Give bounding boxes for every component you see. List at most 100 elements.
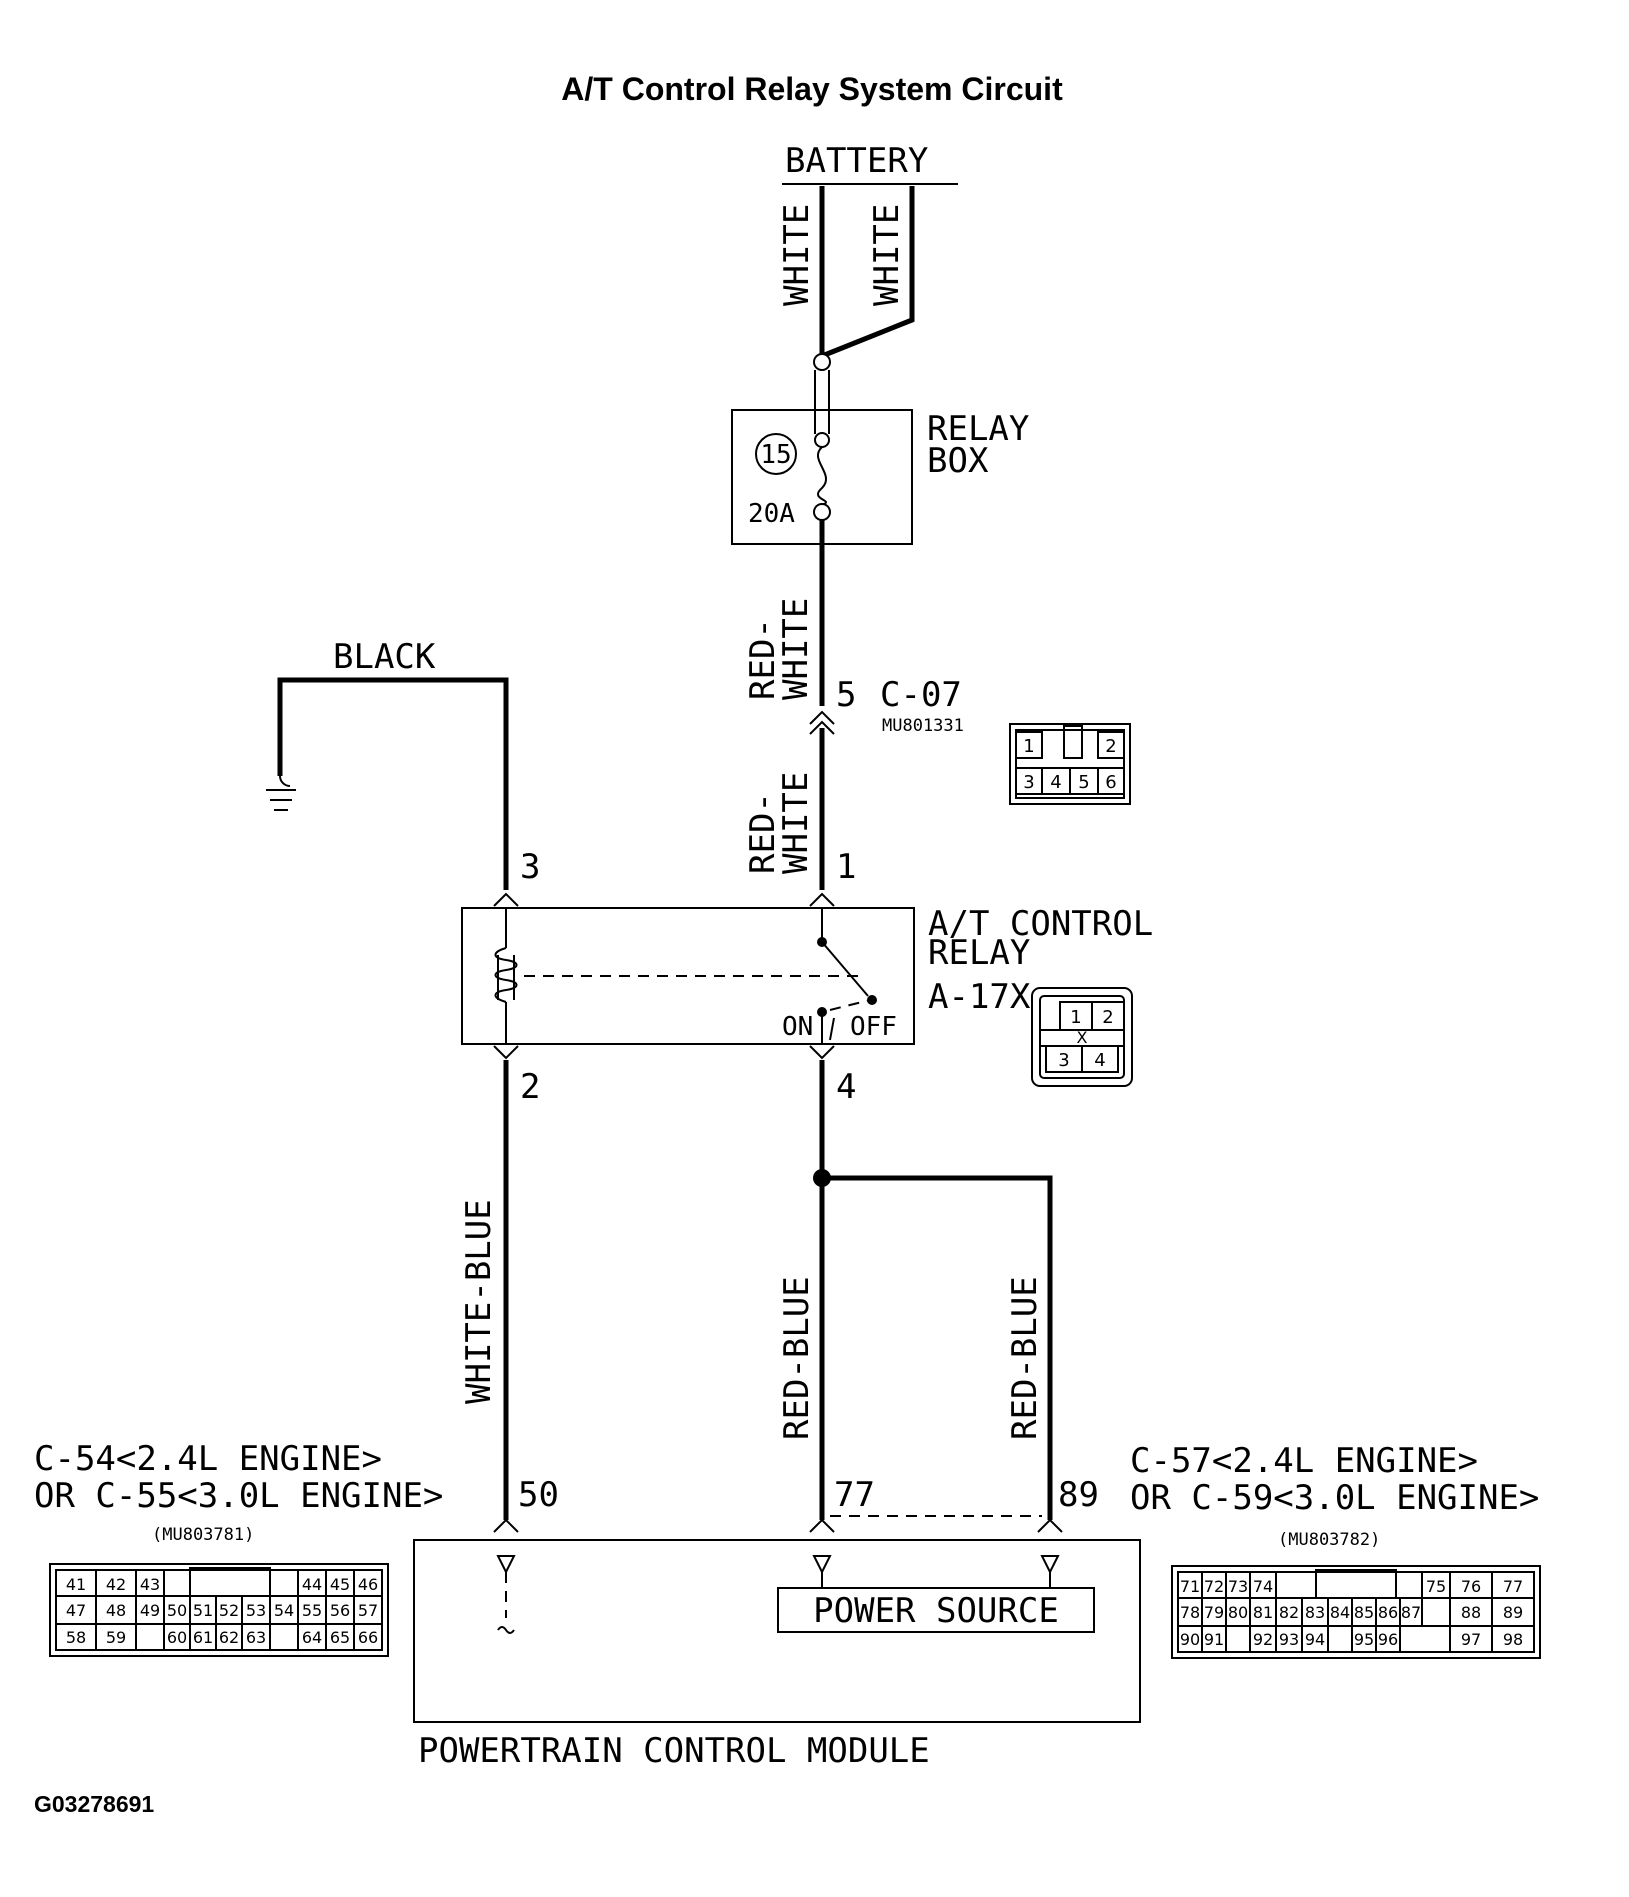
figure-code: G03278691 xyxy=(34,1791,154,1817)
left-pin-60: 60 xyxy=(167,1628,187,1647)
left-pin-44: 44 xyxy=(302,1575,322,1594)
connector-c07-pin: 5 xyxy=(836,675,856,715)
right-pin-86: 86 xyxy=(1378,1603,1398,1622)
battery-label: BATTERY xyxy=(785,141,928,181)
pcm-input-89-icon xyxy=(1040,1555,1060,1575)
right-pin-82: 82 xyxy=(1279,1603,1299,1622)
left-pin-46: 46 xyxy=(358,1575,378,1594)
red-blue-right-label: RED-BLUE xyxy=(1005,1276,1045,1440)
powertrain-control-module xyxy=(413,1539,1141,1723)
relay-box-inlet xyxy=(814,370,830,434)
right-pin-93: 93 xyxy=(1279,1630,1299,1649)
relay-off-link xyxy=(829,999,871,1011)
power-source-label: POWER SOURCE xyxy=(813,1591,1059,1631)
right-pin-96: 96 xyxy=(1378,1630,1398,1649)
ground-icon xyxy=(266,775,296,811)
connector-c07-symbol xyxy=(809,710,835,735)
right-pin-84: 84 xyxy=(1330,1603,1350,1622)
red-white-upper-label-1: RED- xyxy=(743,618,783,700)
relay-pin-1: 1 xyxy=(836,847,856,887)
battery-wire-left-label: WHITE xyxy=(777,204,817,306)
right-pin-94: 94 xyxy=(1305,1630,1325,1649)
relay-switch-arm xyxy=(821,941,869,997)
red-white-upper-label-2: WHITE xyxy=(776,598,816,700)
fuse-terminal-top xyxy=(814,432,830,448)
right-pin-72: 72 xyxy=(1204,1577,1224,1596)
left-pin-48: 48 xyxy=(106,1601,126,1620)
fuse-icon xyxy=(816,446,828,506)
left-pin-54: 54 xyxy=(274,1601,294,1620)
right-pin-74: 74 xyxy=(1253,1577,1273,1596)
relay-connector-face: 1 2 X 3 4 xyxy=(1031,987,1133,1087)
power-source-box xyxy=(777,1587,1095,1633)
right-pin-87: 87 xyxy=(1401,1603,1421,1622)
left-pin-52: 52 xyxy=(219,1601,239,1620)
connector-c07-part: MU801331 xyxy=(882,716,964,736)
left-pin-47: 47 xyxy=(66,1601,86,1620)
left-pin-66: 66 xyxy=(358,1628,378,1647)
right-pin-77: 77 xyxy=(1503,1577,1523,1596)
pcm-terminal-markers xyxy=(493,1518,1063,1533)
right-pin-89: 89 xyxy=(1503,1603,1523,1622)
splice-junction xyxy=(813,1169,831,1187)
relay-conn-cell-1: 1 xyxy=(1070,1007,1081,1028)
connector-c07-face: 1 2 3 4 5 6 xyxy=(1009,723,1131,805)
left-pin-57: 57 xyxy=(358,1601,378,1620)
right-pin-91: 91 xyxy=(1204,1630,1224,1649)
at-control-relay-box xyxy=(461,907,915,1045)
relay-conn-cell-2: 2 xyxy=(1102,1007,1113,1028)
pcm-input-50-icon xyxy=(496,1555,516,1575)
pcm-pin-89: 89 xyxy=(1058,1475,1099,1515)
left-pin-53: 53 xyxy=(246,1601,266,1620)
relay-on-label: ON xyxy=(782,1012,813,1042)
relay-box-label-1: RELAY xyxy=(927,409,1029,449)
left-pin-63: 63 xyxy=(246,1628,266,1647)
c07-cell-3: 3 xyxy=(1023,772,1034,793)
fuse-number: 15 xyxy=(760,440,791,470)
left-pin-64: 64 xyxy=(302,1628,322,1647)
relay-id: A-17X xyxy=(928,977,1031,1017)
red-white-lower-label-2: WHITE xyxy=(776,772,816,874)
left-pin-50: 50 xyxy=(167,1601,187,1620)
relay-label-1: A/T CONTROL xyxy=(928,904,1153,944)
pcm-pin-50: 50 xyxy=(518,1475,559,1515)
left-pin-42: 42 xyxy=(106,1575,126,1594)
right-pin-98: 98 xyxy=(1503,1630,1523,1649)
left-connector-line2: OR C-55<3.0L ENGINE> xyxy=(34,1476,443,1516)
right-pin-85: 85 xyxy=(1354,1603,1374,1622)
left-pin-65: 65 xyxy=(330,1628,350,1647)
right-pin-79: 79 xyxy=(1204,1603,1224,1622)
battery-wire-right-label: WHITE xyxy=(867,204,907,306)
right-pin-76: 76 xyxy=(1461,1577,1481,1596)
right-pin-90: 90 xyxy=(1180,1630,1200,1649)
white-blue-label: WHITE-BLUE xyxy=(459,1199,499,1404)
battery-wire-right xyxy=(821,186,915,359)
right-connector-line1: C-57<2.4L ENGINE> xyxy=(1130,1441,1478,1481)
left-pin-45: 45 xyxy=(330,1575,350,1594)
pcm-input-50-end xyxy=(497,1626,515,1634)
relay-conn-mark: X xyxy=(1077,1028,1088,1047)
right-pin-80: 80 xyxy=(1228,1603,1248,1622)
c07-cell-5: 5 xyxy=(1078,772,1089,793)
fuse-terminal-bottom xyxy=(813,503,831,521)
relay-off-label: OFF xyxy=(850,1012,897,1042)
relay-label-2: RELAY xyxy=(928,933,1030,973)
diagram-title: A/T Control Relay System Circuit xyxy=(561,71,1063,107)
left-pin-59: 59 xyxy=(106,1628,126,1647)
pcm-input-77-icon xyxy=(812,1555,832,1575)
relay-pin-3: 3 xyxy=(520,847,540,887)
right-pin-95: 95 xyxy=(1354,1630,1374,1649)
left-pin-56: 56 xyxy=(330,1601,350,1620)
left-pin-49: 49 xyxy=(140,1601,160,1620)
fuse-rating: 20A xyxy=(748,499,795,529)
right-pin-83: 83 xyxy=(1305,1603,1325,1622)
pcm-power-leads xyxy=(821,1572,1051,1588)
right-pin-92: 92 xyxy=(1253,1630,1273,1649)
left-pin-62: 62 xyxy=(219,1628,239,1647)
c07-cell-1: 1 xyxy=(1023,736,1034,757)
left-connector-line1: C-54<2.4L ENGINE> xyxy=(34,1439,382,1479)
red-blue-left-label: RED-BLUE xyxy=(777,1276,817,1440)
relay-box-terminal-top xyxy=(813,353,831,371)
relay-coil-icon xyxy=(494,947,518,1003)
